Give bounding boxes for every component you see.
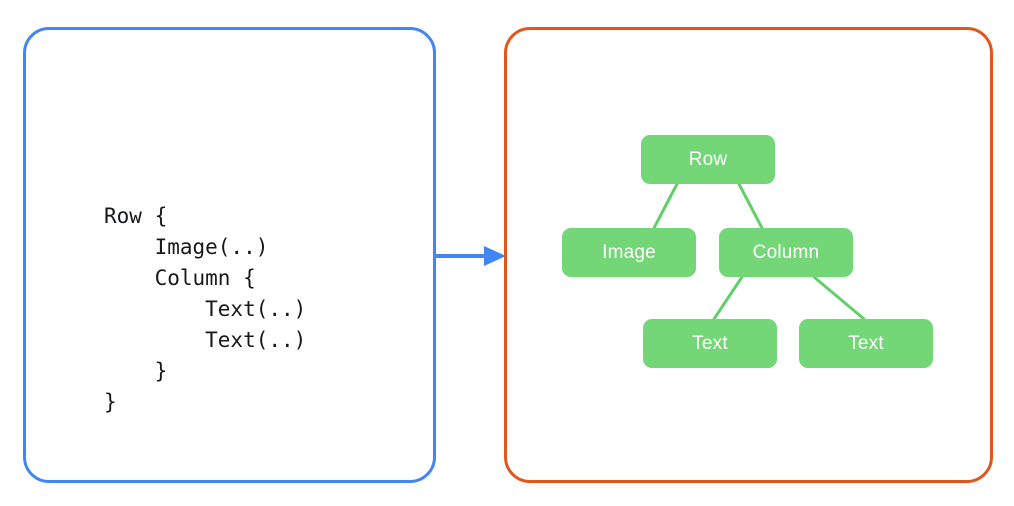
edge-row-image xyxy=(652,182,679,230)
tree-node-image[interactable]: Image xyxy=(562,228,696,277)
tree-node-text-1[interactable]: Text xyxy=(643,319,777,368)
edge-column-text1 xyxy=(712,275,744,321)
tree-node-row[interactable]: Row xyxy=(641,135,775,184)
edge-column-text2 xyxy=(812,275,866,321)
tree-node-text-2[interactable]: Text xyxy=(799,319,933,368)
arrow-right-icon xyxy=(434,246,506,266)
edge-row-column xyxy=(737,182,764,230)
tree-node-column[interactable]: Column xyxy=(719,228,853,277)
code-snippet: Row { Image(..) Column { Text(..) Text(.… xyxy=(104,204,307,414)
code-panel: Row { Image(..) Column { Text(..) Text(.… xyxy=(23,27,436,483)
tree-edges xyxy=(652,182,866,321)
